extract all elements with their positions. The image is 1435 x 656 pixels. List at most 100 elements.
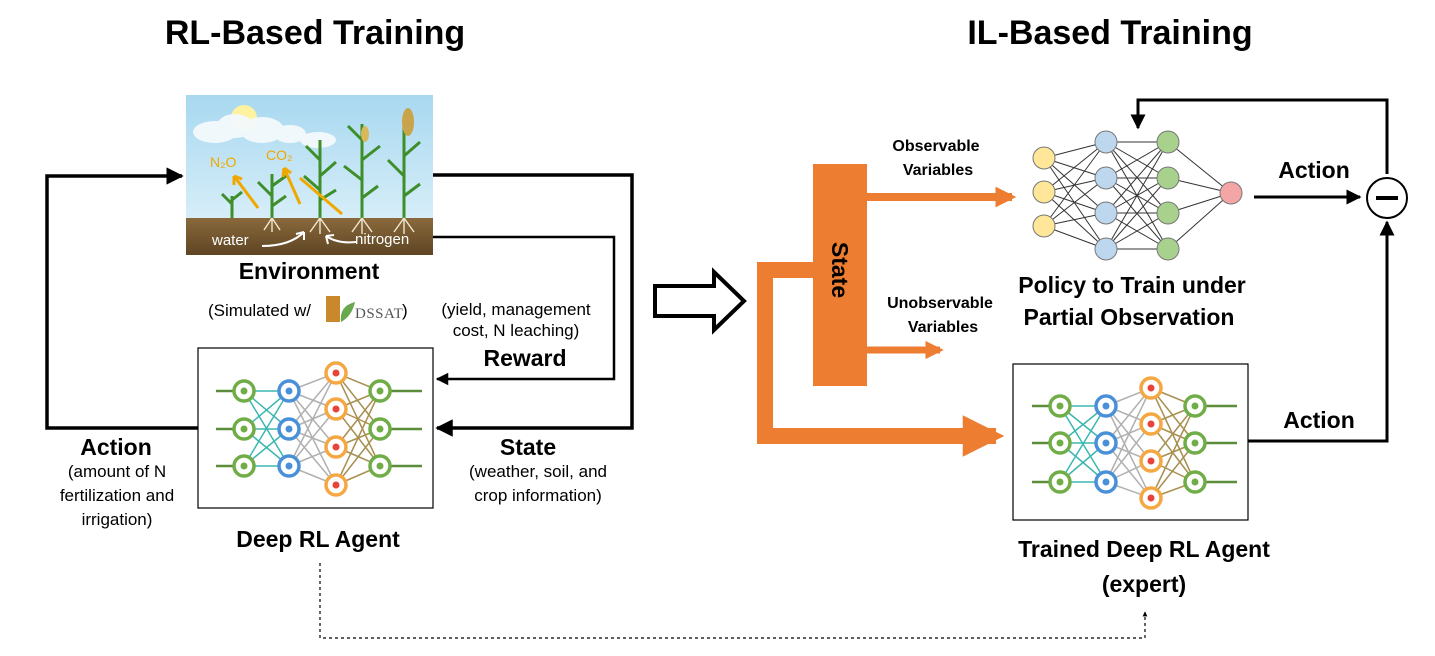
network-node-core xyxy=(332,405,340,413)
network-node xyxy=(1156,237,1180,261)
simulated-prefix: (Simulated w/ xyxy=(208,301,311,320)
network-node xyxy=(1032,146,1056,170)
n2o-label: N₂O xyxy=(210,154,237,170)
network-edge xyxy=(1167,192,1232,250)
network-edge xyxy=(1105,212,1169,250)
network-node-core xyxy=(1147,457,1155,465)
rl-title: RL-Based Training xyxy=(165,14,465,52)
observable-line2: Variables xyxy=(903,162,973,179)
expert-agent-network xyxy=(1032,376,1237,510)
network-node xyxy=(1094,166,1118,190)
network-edge xyxy=(1043,141,1107,193)
network-node-core xyxy=(1102,402,1110,410)
network-edge xyxy=(335,428,381,486)
rl-action-detail-line2: fertilization and xyxy=(60,486,174,505)
network-node-core xyxy=(1191,478,1199,486)
uptake-arrows xyxy=(261,231,357,247)
rl-action-detail-line1: (amount of N xyxy=(68,462,166,481)
il-black-arrows xyxy=(1130,98,1395,443)
network-node-core xyxy=(1102,439,1110,447)
network-edge xyxy=(288,372,337,430)
dssat-logo: DSSAT xyxy=(326,296,403,322)
unobservable-line2: Variables xyxy=(908,319,978,336)
network-node-core xyxy=(285,462,293,470)
network-node xyxy=(1094,201,1118,225)
network-node xyxy=(1094,237,1118,261)
network-edge xyxy=(243,390,290,467)
network-node-core xyxy=(1056,439,1064,447)
reward-detail-line1: (yield, management xyxy=(441,300,591,319)
policy-label-line1: Policy to Train under xyxy=(1018,272,1246,298)
network-edge xyxy=(335,372,381,430)
network-node-core xyxy=(1147,384,1155,392)
network-node-core xyxy=(1102,478,1110,486)
expert-label-line1: Trained Deep RL Agent xyxy=(1018,536,1270,562)
cloud-icon xyxy=(193,114,336,148)
network-edge xyxy=(1150,387,1196,483)
network-node-core xyxy=(285,425,293,433)
network-node xyxy=(1032,214,1056,238)
observable-line1: Observable xyxy=(892,138,979,155)
deep-rl-agent-label: Deep RL Agent xyxy=(236,526,400,552)
network-node-core xyxy=(285,387,293,395)
network-edge xyxy=(1105,177,1169,250)
environment-image: N₂O CO₂ water nitrogen xyxy=(186,95,433,255)
corn-ear-icon xyxy=(361,108,414,142)
il-state-box xyxy=(813,164,867,386)
network-edge xyxy=(1105,387,1152,444)
network-edge xyxy=(1167,141,1232,194)
network-edge xyxy=(288,408,337,467)
network-node-core xyxy=(376,425,384,433)
reward-label: Reward xyxy=(483,345,566,371)
network-node xyxy=(1156,166,1180,190)
network-edge xyxy=(1150,405,1196,499)
network-node-core xyxy=(376,387,384,395)
network-edge xyxy=(1105,423,1152,483)
rl-action-detail-line3: irrigation) xyxy=(82,510,153,529)
deep-rl-agent-network xyxy=(216,361,422,497)
rl-state-detail-line2: crop information) xyxy=(474,486,602,505)
network-node xyxy=(1156,130,1180,154)
network-node-core xyxy=(376,462,384,470)
roots-icon xyxy=(263,217,415,234)
rl-loop-arrows xyxy=(45,167,634,437)
rl-state-label: State xyxy=(500,434,556,460)
network-edge xyxy=(335,390,381,486)
network-node xyxy=(1156,201,1180,225)
il-action-bottom-label: Action xyxy=(1283,407,1355,433)
network-node xyxy=(1094,130,1118,154)
unobservable-line1: Unobservable xyxy=(887,295,993,312)
il-state-label: State xyxy=(827,242,853,298)
network-node-core xyxy=(1147,494,1155,502)
network-node-core xyxy=(332,481,340,489)
network-node-core xyxy=(332,443,340,451)
rl-action-label: Action xyxy=(80,434,152,460)
water-label: water xyxy=(211,232,249,249)
network-edge xyxy=(1043,157,1107,250)
network-node xyxy=(1219,181,1243,205)
policy-label-line2: Partial Observation xyxy=(1024,304,1235,330)
reward-detail-line2: cost, N leaching) xyxy=(453,321,580,340)
network-edge xyxy=(1105,141,1169,250)
network-node-core xyxy=(240,462,248,470)
environment-label: Environment xyxy=(239,258,380,284)
il-orange-arrows xyxy=(757,186,1017,457)
network-edge xyxy=(1105,387,1152,483)
expert-transfer-dotted-arrow xyxy=(319,563,1148,639)
rl-state-detail-line1: (weather, soil, and xyxy=(469,462,607,481)
co2-label: CO₂ xyxy=(266,147,292,163)
network-node-core xyxy=(332,369,340,377)
network-node-core xyxy=(1056,478,1064,486)
il-action-top-label: Action xyxy=(1278,157,1350,183)
simulated-suffix: ) xyxy=(402,301,408,320)
corn-plants-icon xyxy=(220,118,421,218)
network-edge xyxy=(1043,177,1107,227)
emission-arrows xyxy=(232,166,343,216)
expert-label-line2: (expert) xyxy=(1102,571,1186,597)
network-edge xyxy=(288,372,337,467)
network-node-core xyxy=(240,387,248,395)
svg-text:DSSAT: DSSAT xyxy=(355,306,403,322)
network-node-core xyxy=(1191,402,1199,410)
network-node-core xyxy=(1056,402,1064,410)
